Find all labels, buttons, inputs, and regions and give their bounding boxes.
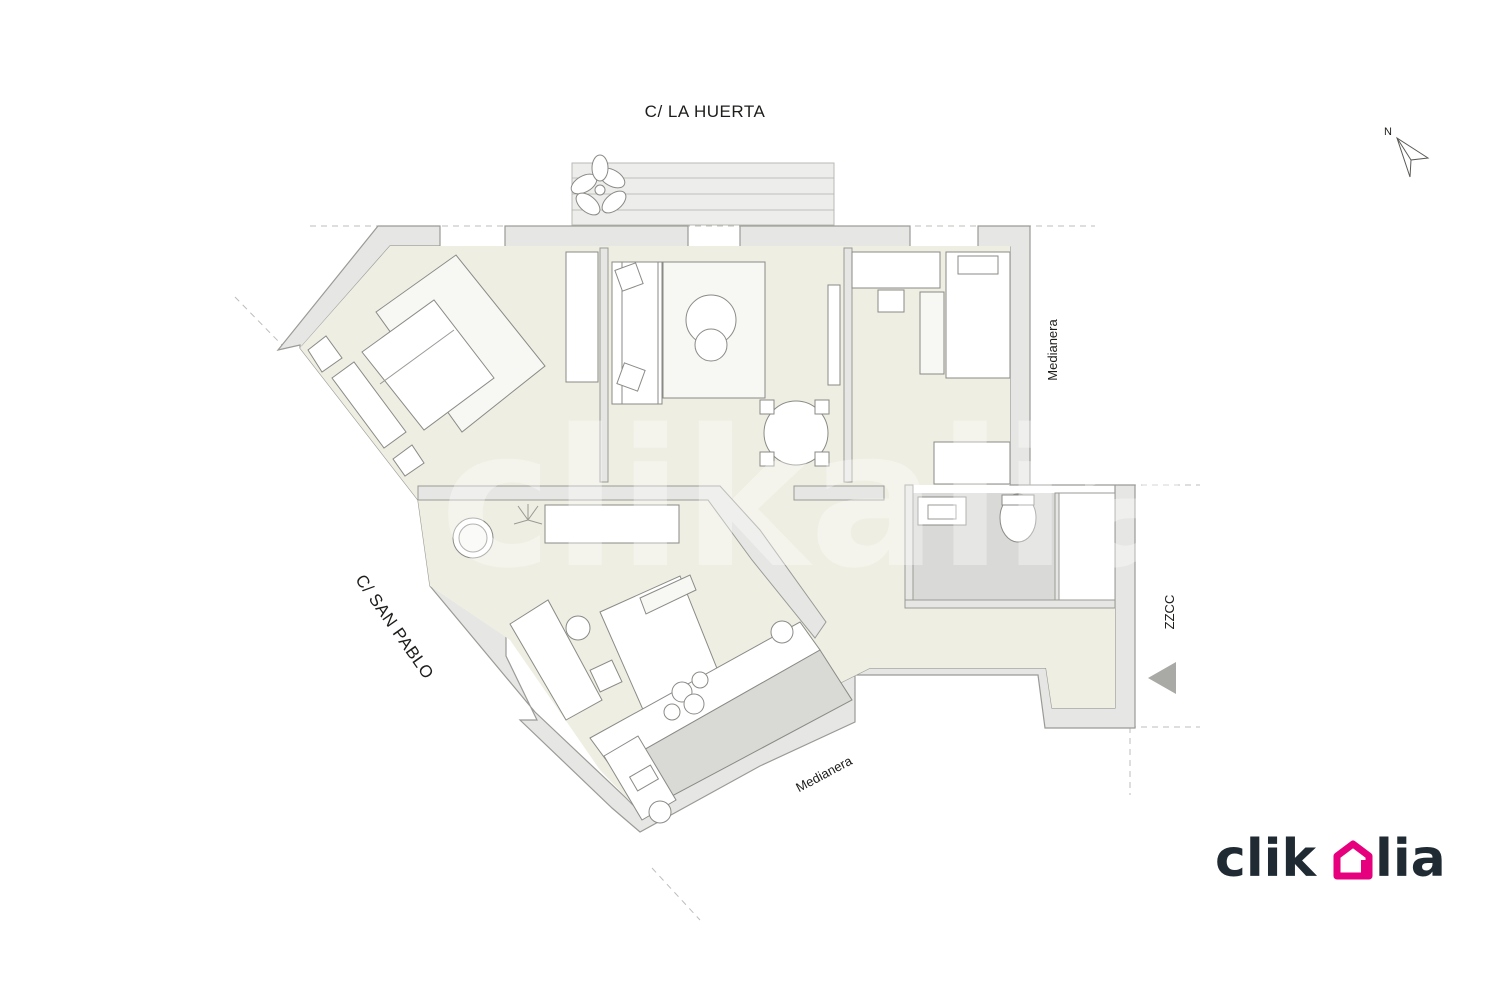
balcony bbox=[570, 154, 835, 226]
boundary-label-south: Medianera bbox=[793, 753, 855, 795]
brand-name-part1: clik bbox=[1215, 829, 1317, 888]
bathroom bbox=[917, 493, 1037, 543]
north-compass: N bbox=[1384, 126, 1430, 178]
brand-house-a-icon bbox=[1333, 840, 1373, 880]
living-room bbox=[611, 261, 841, 467]
kitchen bbox=[589, 620, 853, 824]
bedroom-main bbox=[307, 254, 546, 477]
common-zone-label: ZZCC bbox=[1162, 595, 1177, 630]
entrance-arrow-icon bbox=[1148, 662, 1176, 694]
bedroom-third bbox=[509, 574, 721, 721]
brand-logo: clik lia bbox=[1215, 829, 1445, 888]
reference-lines bbox=[234, 225, 1200, 921]
bedroom-secondary bbox=[851, 251, 1011, 485]
interior-walls bbox=[417, 247, 1116, 639]
brand-name-part2: lia bbox=[1375, 829, 1445, 888]
compass-north-label: N bbox=[1384, 126, 1392, 138]
wardrobe bbox=[565, 251, 599, 383]
north-arrow-icon bbox=[1396, 136, 1430, 178]
plant-icon bbox=[570, 154, 627, 216]
boundary-label-east: Medianera bbox=[1045, 319, 1060, 381]
reading-corner bbox=[452, 504, 680, 559]
watermark: clikalia bbox=[440, 389, 1196, 610]
plant-icon bbox=[513, 504, 543, 525]
street-label-west: C/ SAN PABLO bbox=[351, 571, 437, 683]
walls bbox=[276, 225, 1136, 833]
street-label-north: C/ LA HUERTA bbox=[645, 102, 766, 121]
